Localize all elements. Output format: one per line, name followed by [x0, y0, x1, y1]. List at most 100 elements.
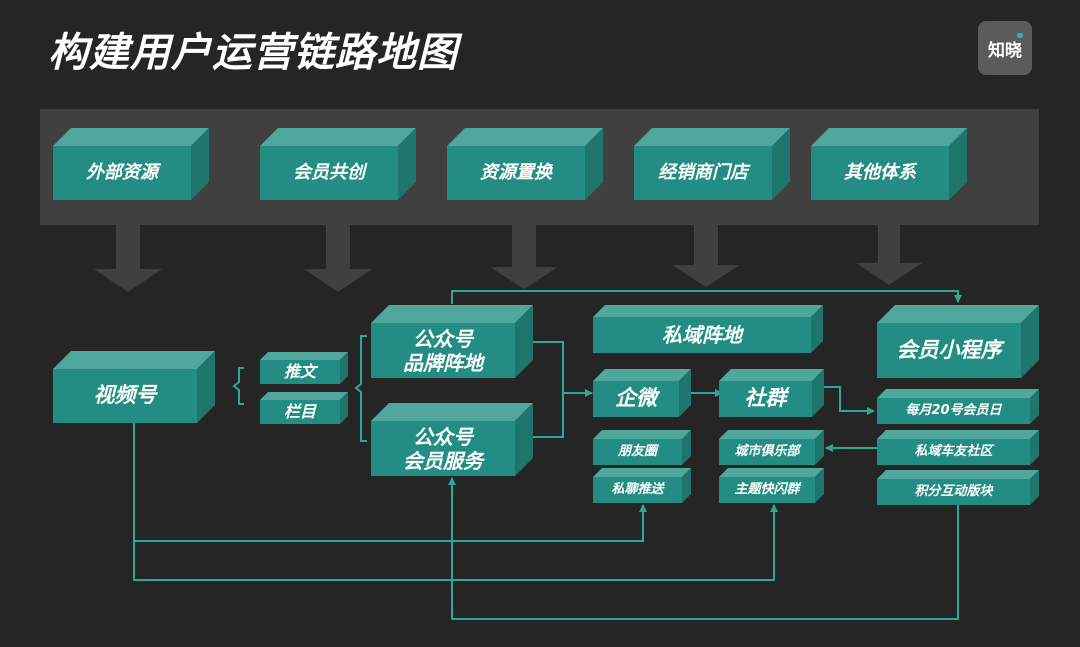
brand-logo: 知晓: [978, 21, 1032, 75]
node-points: 积分互动版块: [877, 470, 1039, 505]
node-car-community: 私域车友社区: [877, 430, 1039, 465]
box-side-face: [949, 128, 967, 200]
down-arrow-5: [856, 225, 922, 285]
box-label: 朋友圈: [593, 439, 682, 465]
box-top-face: [53, 351, 215, 369]
node-tweet: 推文: [260, 352, 348, 384]
box-side-face: [1030, 470, 1039, 505]
node-private-domain: 私域阵地: [593, 305, 823, 353]
box-top-face: [877, 305, 1039, 323]
node-moments: 朋友圈: [593, 430, 691, 465]
box-top-face: [593, 369, 691, 381]
box-label: 推文: [260, 360, 340, 384]
box-side-face: [815, 468, 824, 503]
box-top-face: [53, 128, 209, 146]
box-side-face: [340, 392, 348, 424]
down-arrow-1: [94, 225, 162, 292]
link-channels-to-privatechat: [133, 423, 647, 542]
box-top-face: [634, 128, 790, 146]
page-title: 构建用户运营链路地图: [48, 30, 458, 76]
box-top-face: [260, 352, 348, 360]
box-label-line-1: 公众号: [413, 326, 473, 351]
box-label: 公众号会员服务: [371, 421, 515, 476]
box-label: 栏目: [260, 400, 340, 424]
box-label: 会员小程序: [877, 323, 1021, 378]
box-label: 外部资源: [53, 146, 191, 200]
box-top-face: [260, 392, 348, 400]
box-side-face: [682, 430, 691, 465]
box-top-face: [719, 430, 824, 439]
box-side-face: [772, 128, 790, 200]
link-oa-merge: [530, 341, 564, 438]
box-label: 其他体系: [811, 146, 949, 200]
box-label: 积分互动版块: [877, 479, 1030, 505]
box-side-face: [811, 305, 823, 353]
node-oa-member: 公众号会员服务: [371, 403, 533, 476]
brace-2: [354, 335, 367, 442]
source-box-co-creation: 会员共创: [260, 128, 416, 200]
box-label: 企微: [593, 381, 679, 417]
box-label: 私域阵地: [593, 317, 811, 353]
box-label-line-2: 会员服务: [403, 448, 483, 473]
box-side-face: [682, 468, 691, 503]
box-label-line-1: 公众号: [413, 424, 473, 449]
source-box-external: 外部资源: [53, 128, 209, 200]
box-label: 资源置换: [447, 146, 585, 200]
box-top-face: [593, 468, 691, 477]
box-label: 社群: [719, 381, 812, 417]
source-box-dealer: 经销商门店: [634, 128, 790, 200]
node-city-club: 城市俱乐部: [719, 430, 824, 465]
box-side-face: [191, 128, 209, 200]
link-channels-to-flashgroup: [133, 504, 778, 581]
box-side-face: [340, 352, 348, 384]
node-mini-program: 会员小程序: [877, 305, 1039, 378]
box-side-face: [1030, 430, 1039, 465]
box-top-face: [593, 305, 823, 317]
source-box-exchange: 资源置换: [447, 128, 603, 200]
box-side-face: [515, 305, 533, 378]
box-label: 公众号品牌阵地: [371, 323, 515, 378]
box-top-face: [371, 403, 533, 421]
box-label: 视频号: [53, 369, 197, 423]
box-top-face: [719, 468, 824, 477]
box-top-face: [371, 305, 533, 323]
box-side-face: [812, 369, 824, 417]
node-community: 社群: [719, 369, 824, 417]
node-private-chat: 私聊推送: [593, 468, 691, 503]
box-side-face: [197, 351, 215, 423]
box-label: 私聊推送: [593, 477, 682, 503]
node-channels: 视频号: [53, 351, 215, 423]
box-label: 城市俱乐部: [719, 439, 815, 465]
box-side-face: [398, 128, 416, 200]
box-top-face: [593, 430, 691, 439]
down-arrow-3: [490, 225, 558, 289]
box-side-face: [1021, 305, 1039, 378]
down-arrow-4: [672, 225, 740, 287]
box-top-face: [877, 430, 1039, 439]
node-flash-group: 主题快闪群: [719, 468, 824, 503]
node-member-day: 每月20号会员日: [877, 389, 1039, 424]
box-top-face: [447, 128, 603, 146]
source-box-other: 其他体系: [811, 128, 967, 200]
link-community-to-memberday: [822, 386, 875, 415]
box-label: 每月20号会员日: [877, 398, 1030, 424]
node-oa-brand: 公众号品牌阵地: [371, 305, 533, 378]
box-side-face: [515, 403, 533, 476]
brace-1: [232, 367, 244, 405]
box-side-face: [585, 128, 603, 200]
box-top-face: [877, 389, 1039, 398]
node-column: 栏目: [260, 392, 348, 424]
box-label: 会员共创: [260, 146, 398, 200]
box-top-face: [260, 128, 416, 146]
box-label-line-2: 品牌阵地: [403, 350, 483, 375]
box-side-face: [679, 369, 691, 417]
link-brand-to-miniprogram: [451, 290, 962, 304]
box-label: 私域车友社区: [877, 439, 1030, 465]
down-arrow-2: [304, 225, 372, 292]
box-top-face: [877, 470, 1039, 479]
box-label: 主题快闪群: [719, 477, 815, 503]
node-wecom: 企微: [593, 369, 691, 417]
logo-text: 知晓: [988, 40, 1022, 61]
logo-accent-dot: [1017, 33, 1023, 38]
